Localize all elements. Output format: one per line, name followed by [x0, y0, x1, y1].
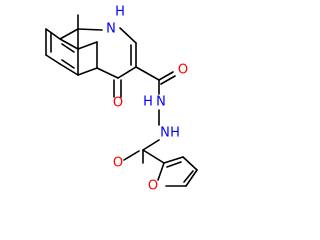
bond [163, 156, 184, 164]
bond [117, 66, 137, 79]
bond [77, 67, 98, 76]
bond [59, 28, 79, 40]
bond-inner [183, 170, 194, 183]
atom-h-b: H [170, 126, 180, 141]
bond-double [158, 71, 174, 81]
bond-inner [61, 43, 75, 53]
bond-double [123, 150, 140, 161]
bond-inner [61, 59, 75, 69]
bond [77, 28, 103, 31]
bond [77, 41, 98, 50]
bond [45, 28, 61, 40]
atom-o-amide2: O [113, 156, 123, 171]
bond [119, 27, 137, 44]
bond [182, 156, 198, 171]
atom-n-b: N [160, 126, 170, 141]
atom-o-amide1: O [178, 63, 188, 78]
bond [45, 54, 61, 65]
bond [59, 38, 79, 50]
molecule-structure: H N O O N H N H O O [45, 5, 198, 194]
bond-double [160, 75, 176, 85]
bond [59, 63, 79, 76]
bond [142, 149, 165, 164]
atom-h1: H [115, 5, 125, 20]
bond [135, 66, 160, 81]
atom-n-a: N [156, 95, 166, 110]
atom-n1: N [106, 22, 116, 37]
atom-o-ketone: O [113, 96, 123, 111]
atom-o-furan: O [148, 179, 158, 194]
molecule-canvas: H N O O N H N H O O [45, 4, 198, 194]
bond [185, 169, 198, 187]
bond [142, 139, 160, 151]
bond-inner [166, 161, 182, 168]
atom-h-a: H [143, 95, 153, 110]
bond [157, 162, 165, 181]
bond [96, 67, 119, 79]
